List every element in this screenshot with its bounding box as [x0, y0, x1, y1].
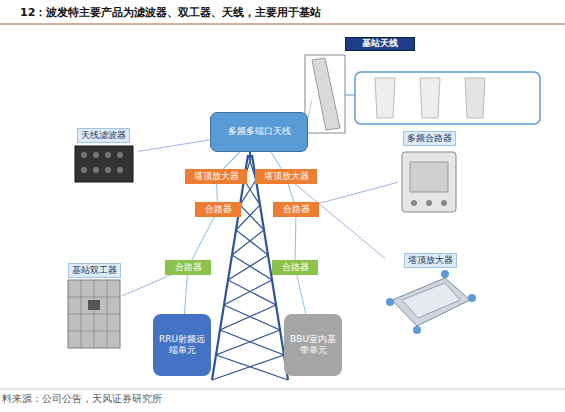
antenna-photo	[420, 78, 440, 118]
figure-title: 12：波发特主要产品为滤波器、双工器、天线，主要用于基站	[20, 5, 321, 20]
signal-line	[297, 275, 306, 314]
unit-box: BBU室内基带单元	[284, 314, 342, 376]
leader-line	[138, 140, 210, 152]
leader-line	[122, 275, 171, 296]
filter-ports	[81, 152, 123, 173]
callout-label: 天线滤波器	[68, 128, 138, 186]
duplexer-chip	[88, 300, 100, 310]
tower-box: 合路器	[273, 202, 319, 217]
tower-box: 塔顶放大器	[185, 169, 247, 184]
callout-label: 塔顶放大器	[385, 253, 475, 338]
tower-box: 合路器	[195, 202, 241, 217]
node-text: BBU室内基带单元	[288, 334, 338, 357]
node-text: RRU射频远端单元	[157, 334, 207, 357]
source-caption: 料来源：公司公告，天风证券研究所	[2, 393, 162, 406]
leader-line	[308, 100, 312, 118]
callout-label: 多频合路器	[398, 131, 460, 217]
filter-photo	[75, 146, 133, 182]
amplifier-photo	[392, 278, 470, 326]
combiner-photo	[402, 152, 456, 212]
leader-line	[345, 95, 355, 96]
signal-line	[295, 217, 297, 260]
combiner-ports	[411, 200, 447, 206]
tower-box: 塔顶放大器	[255, 169, 317, 184]
combiner-photo-detail	[410, 162, 448, 192]
antenna-box: 多频多端口天线	[210, 112, 308, 152]
antenna-panel	[355, 72, 540, 124]
amplifier-photo-detail	[402, 283, 460, 318]
combiner-box: 合路器	[272, 260, 318, 275]
node-text: 塔顶放大器	[404, 253, 457, 268]
node-text: 多频合路器	[403, 131, 456, 146]
section-label: 基站天线	[345, 37, 415, 51]
duplexer-grid	[68, 280, 120, 348]
node-text: 合路器	[205, 204, 232, 215]
node-text: 合路器	[283, 204, 310, 215]
antenna-photo	[465, 78, 485, 118]
antenna-photo	[375, 78, 395, 118]
amplifier-ports	[386, 270, 476, 334]
leader-line	[319, 182, 398, 203]
signal-line	[192, 217, 214, 260]
node-text: 天线滤波器	[77, 128, 130, 143]
duplexer-photo	[68, 280, 120, 348]
node-text: 合路器	[282, 262, 309, 273]
node-text: 基站双工器	[68, 263, 121, 278]
node-text: 多频多端口天线	[228, 126, 291, 137]
signal-line	[216, 184, 217, 202]
antenna-photo	[312, 58, 340, 130]
node-text: 塔顶放大器	[194, 171, 239, 182]
signal-line	[223, 152, 239, 169]
node-text: 塔顶放大器	[264, 171, 309, 182]
antenna-photo-frame	[305, 55, 345, 133]
unit-box: RRU射频远端单元	[153, 314, 211, 376]
node-text: 合路器	[175, 262, 202, 273]
title-rule	[0, 24, 565, 25]
signal-line	[288, 184, 293, 202]
signal-line	[184, 275, 187, 314]
caption-rule	[0, 389, 565, 390]
leader-line	[295, 184, 385, 258]
combiner-box: 合路器	[165, 260, 211, 275]
callout-label: 基站双工器	[66, 263, 122, 353]
signal-line	[271, 152, 281, 169]
node-text: 基站天线	[362, 38, 398, 49]
